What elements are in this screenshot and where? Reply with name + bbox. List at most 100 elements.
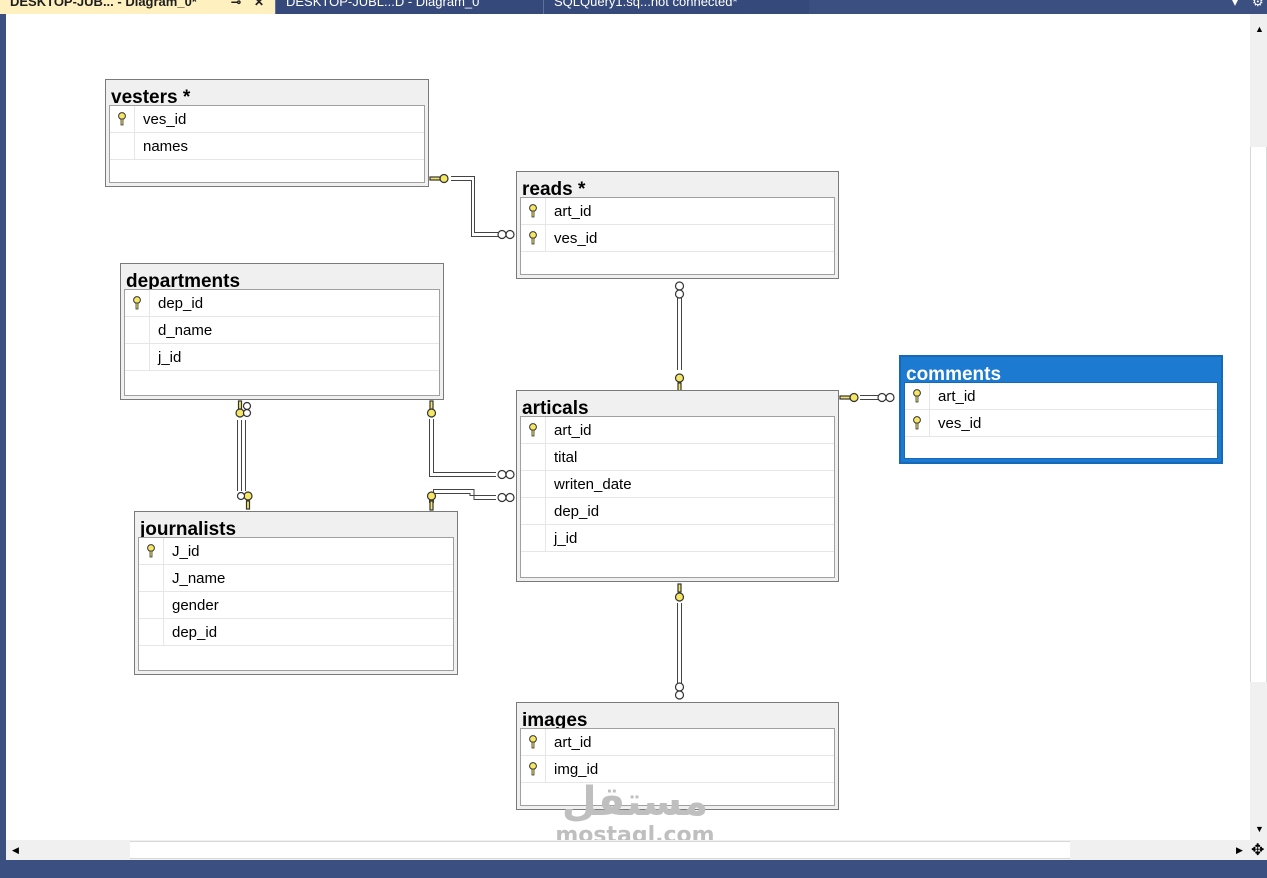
column-grid: J_id J_name gender dep_id [138, 537, 454, 671]
table-title: comments [906, 364, 1002, 385]
pan-corner[interactable]: ✥ [1250, 840, 1267, 860]
row-selector[interactable] [905, 410, 930, 436]
table-vesters[interactable]: vesters * ves_id names [105, 79, 429, 187]
table-journalists[interactable]: journalists J_id J_name gender dep_id [134, 511, 458, 675]
scroll-left-icon[interactable]: ◀ [12, 845, 19, 855]
primary-key-icon [913, 389, 921, 403]
table-articals[interactable]: articals art_id tital writen_date dep_id… [516, 390, 839, 582]
row-selector[interactable] [521, 444, 546, 470]
table-title: images [522, 710, 588, 731]
table-title: journalists [140, 519, 237, 540]
window-frame-left [0, 14, 6, 878]
column-grid: art_id img_id [520, 728, 835, 806]
column-row[interactable]: ves_id [110, 106, 424, 133]
column-row[interactable]: img_id [521, 756, 834, 783]
watermark-logo-arabic: مستقل [561, 779, 709, 825]
primary-key-icon [529, 762, 537, 776]
column-row[interactable]: writen_date [521, 471, 834, 498]
column-name: ves_id [143, 111, 187, 128]
table-title: articals [522, 398, 589, 419]
row-selector[interactable] [125, 317, 150, 343]
column-row[interactable]: d_name [125, 317, 439, 344]
scroll-right-icon[interactable]: ▶ [1236, 845, 1243, 855]
column-row[interactable]: names [110, 133, 424, 160]
column-name: art_id [554, 203, 592, 220]
column-name: dep_id [158, 295, 204, 312]
column-grid: dep_id d_name j_id [124, 289, 440, 396]
column-row[interactable]: ves_id [521, 225, 834, 252]
primary-key-icon [133, 296, 141, 310]
row-selector[interactable] [110, 106, 135, 132]
primary-key-icon [529, 204, 537, 218]
column-row[interactable]: tital [521, 444, 834, 471]
column-name: art_id [554, 422, 592, 439]
row-selector[interactable] [521, 756, 546, 782]
row-selector[interactable] [521, 525, 546, 551]
row-selector[interactable] [521, 417, 546, 443]
column-name: j_id [158, 349, 182, 366]
column-row[interactable]: dep_id [139, 619, 453, 646]
primary-key-icon [913, 416, 921, 430]
horizontal-scroll-thumb[interactable] [130, 841, 1070, 859]
dropdown-icon[interactable]: ▾ [1232, 0, 1239, 9]
primary-key-icon [529, 231, 537, 245]
column-name: tital [554, 449, 578, 466]
vertical-scroll-thumb[interactable] [1250, 147, 1267, 682]
column-row[interactable]: J_name [139, 565, 453, 592]
tab-label: DESKTOP-JUB... - Diagram_0* [10, 0, 197, 9]
row-selector[interactable] [521, 498, 546, 524]
table-reads[interactable]: reads * art_id ves_id [516, 171, 839, 279]
column-row[interactable]: art_id [521, 198, 834, 225]
column-name: ves_id [938, 415, 982, 432]
tab-sql-query[interactable]: SQLQuery1.sq...not connected* [543, 0, 809, 14]
row-selector[interactable] [139, 592, 164, 618]
tab-label: DESKTOP-JUBL...D - Diagram_0 [286, 0, 480, 9]
row-selector[interactable] [125, 344, 150, 370]
column-grid: art_id ves_id [904, 382, 1218, 459]
row-selector[interactable] [521, 198, 546, 224]
column-name: dep_id [172, 624, 218, 641]
column-row[interactable]: dep_id [521, 498, 834, 525]
row-selector[interactable] [139, 565, 164, 591]
row-selector[interactable] [139, 619, 164, 645]
table-comments[interactable]: comments art_id ves_id [899, 355, 1223, 464]
primary-key-icon [147, 544, 155, 558]
column-name: gender [172, 597, 219, 614]
tab-label: SQLQuery1.sq...not connected* [554, 0, 738, 9]
row-selector[interactable] [110, 133, 135, 159]
row-selector[interactable] [521, 729, 546, 755]
scroll-down-icon[interactable]: ▼ [1255, 824, 1264, 834]
column-row[interactable]: art_id [905, 383, 1217, 410]
row-selector[interactable] [521, 471, 546, 497]
row-selector[interactable] [521, 225, 546, 251]
column-row[interactable]: dep_id [125, 290, 439, 317]
move-icon[interactable]: ✥ [1251, 842, 1265, 859]
row-selector[interactable] [125, 290, 150, 316]
close-icon[interactable]: ✕ [254, 0, 265, 9]
column-grid: art_id tital writen_date dep_id j_id [520, 416, 835, 578]
scroll-up-icon[interactable]: ▲ [1255, 24, 1264, 34]
document-tab-bar: DESKTOP-JUB... - Diagram_0* ⊸ ✕ DESKTOP-… [0, 0, 1267, 14]
row-selector[interactable] [905, 383, 930, 409]
tab-diagram-2[interactable]: DESKTOP-JUBL...D - Diagram_0 [275, 0, 543, 14]
table-departments[interactable]: departments dep_id d_name j_id [120, 263, 444, 400]
column-name: art_id [554, 734, 592, 751]
table-images[interactable]: images art_id img_id [516, 702, 839, 810]
primary-key-icon [529, 423, 537, 437]
table-title: vesters * [111, 87, 191, 108]
column-row[interactable]: j_id [521, 525, 834, 552]
column-name: ves_id [554, 230, 598, 247]
column-row[interactable]: ves_id [905, 410, 1217, 437]
gear-icon[interactable]: ⚙ [1252, 0, 1264, 9]
column-row[interactable]: gender [139, 592, 453, 619]
column-row[interactable]: j_id [125, 344, 439, 371]
tab-diagram-active[interactable]: DESKTOP-JUB... - Diagram_0* ⊸ ✕ [0, 0, 275, 14]
column-row[interactable]: art_id [521, 729, 834, 756]
column-grid: ves_id names [109, 105, 425, 183]
row-selector[interactable] [139, 538, 164, 564]
column-name: art_id [938, 388, 976, 405]
pin-icon[interactable]: ⊸ [231, 0, 242, 9]
column-row[interactable]: art_id [521, 417, 834, 444]
column-row[interactable]: J_id [139, 538, 453, 565]
primary-key-icon [118, 112, 126, 126]
